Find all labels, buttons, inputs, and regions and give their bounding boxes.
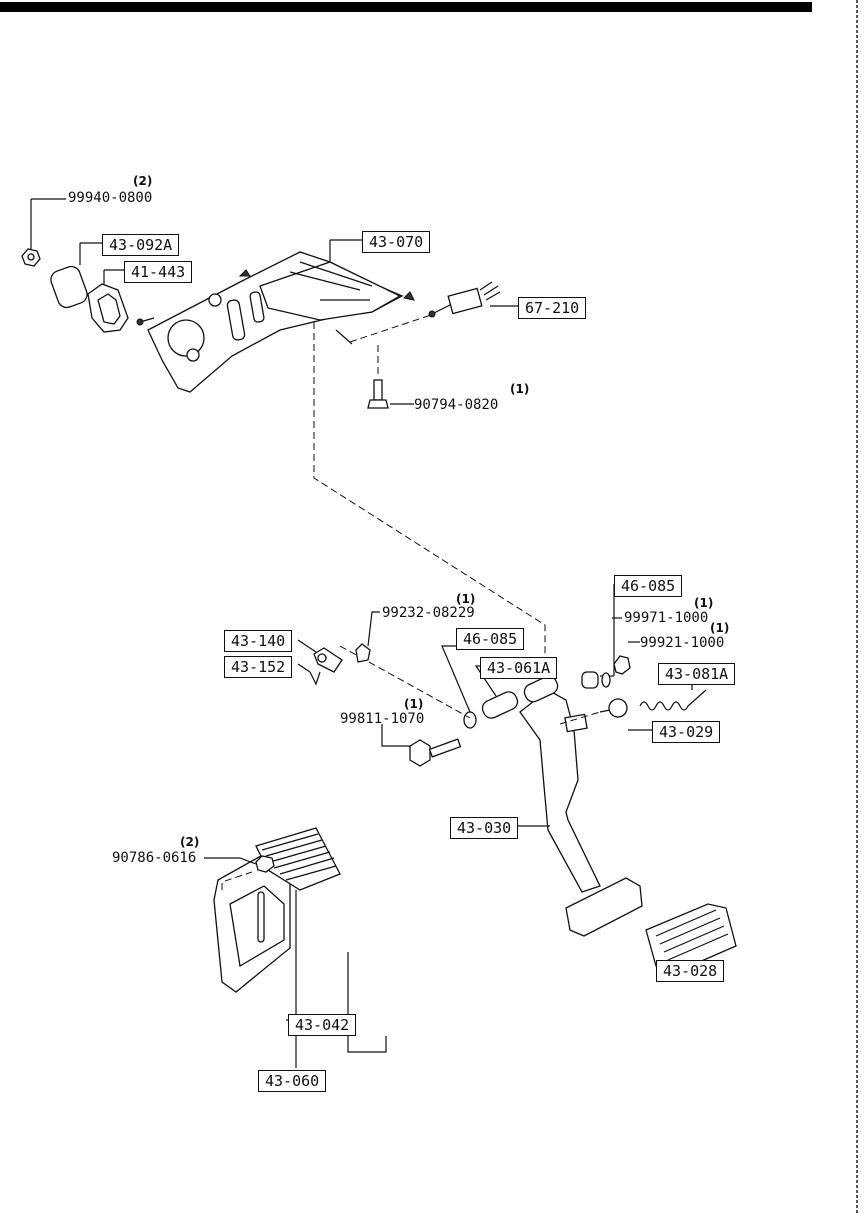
part-number-90786-0616: 90786-0616: [112, 850, 197, 866]
gasket: [87, 283, 129, 333]
part-label-46-085-mid: 46-085: [456, 628, 525, 650]
part-label-43-060: 43-060: [258, 1070, 327, 1092]
part-number-99971-1000: 99971-1000: [624, 610, 709, 626]
part-label-67-210: 67-210: [518, 297, 587, 319]
qty-90794: (1): [510, 382, 530, 396]
part-label-43-029: 43-029: [652, 721, 721, 743]
clutch-switch: [427, 281, 501, 318]
part-number-99921-1000: 99921-1000: [640, 635, 725, 651]
part-label-43-061a: 43-061A: [480, 657, 558, 679]
retaining-clip: [309, 671, 321, 686]
pedal-pin: [313, 647, 343, 673]
bushing-icon: [581, 671, 599, 689]
cover-plate: [50, 265, 88, 309]
screw-icon: [355, 643, 371, 663]
return-spring: [639, 689, 707, 711]
qty-99971: (1): [694, 596, 714, 610]
pedal-pad: [565, 877, 643, 937]
part-number-99940-0800: 99940-0800: [68, 190, 153, 206]
part-number-99232-08229: 99232-08229: [382, 605, 475, 621]
bracket-stud: [136, 317, 155, 326]
part-number-99811-1070: 99811-1070: [340, 711, 425, 727]
pivot-nut-icon: [613, 655, 631, 675]
part-number-90794-0820: 90794-0820: [414, 397, 499, 413]
clevis-pin: [599, 698, 628, 718]
part-label-43-070: 43-070: [362, 231, 431, 253]
part-label-43-042: 43-042: [288, 1014, 357, 1036]
part-label-43-081a: 43-081A: [658, 663, 736, 685]
accelerator-pad: [213, 851, 291, 993]
nut-icon: [21, 248, 41, 267]
part-label-43-030: 43-030: [450, 817, 519, 839]
part-label-41-443: 41-443: [124, 261, 193, 283]
part-label-43-028: 43-028: [656, 960, 725, 982]
part-label-43-092a: 43-092A: [102, 234, 180, 256]
part-label-43-140: 43-140: [224, 630, 293, 652]
qty-99921: (1): [710, 621, 730, 635]
clutch-pedal-arm: [519, 675, 601, 893]
part-label-46-085-top: 46-085: [614, 575, 683, 597]
pad-bolt-icon: [255, 855, 275, 873]
qty-99811: (1): [404, 697, 424, 711]
part-label-43-152: 43-152: [224, 656, 293, 678]
pivot-bolt-icon: [409, 738, 462, 767]
pivot-sleeve: [481, 691, 519, 719]
qty-90786: (2): [180, 835, 200, 849]
bolt-icon: [367, 379, 389, 409]
washer-icon: [601, 672, 611, 688]
pedal-bracket: [147, 251, 415, 393]
top-rule: [0, 2, 812, 12]
qty-99940: (2): [133, 174, 153, 188]
pivot-bushing: [463, 711, 477, 729]
qty-99232: (1): [456, 592, 476, 606]
